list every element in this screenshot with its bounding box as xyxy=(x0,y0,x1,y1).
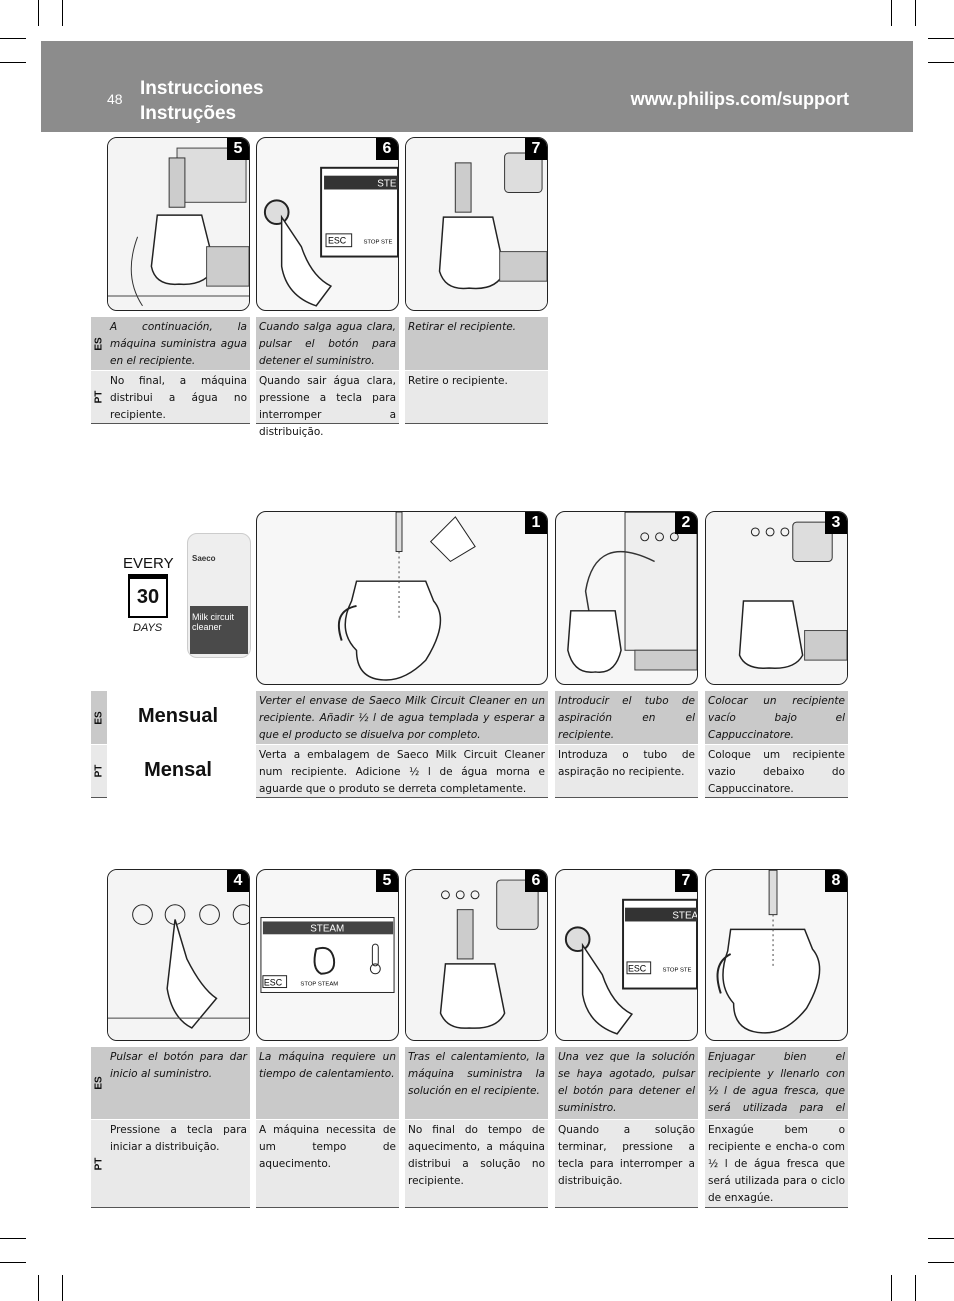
step-number: 2 xyxy=(675,512,697,534)
step-6-pt: No final do tempo de aquecimento, a máqu… xyxy=(405,1120,548,1208)
illustration-step-7-remove-container: 7 xyxy=(405,137,548,311)
days-label: DAYS xyxy=(133,622,163,634)
step-2-pt: Introduza o tubo de aspiração no recipie… xyxy=(555,745,698,798)
step-number: 8 xyxy=(825,870,847,892)
step-6-es: Cuando salga agua clara, pulsar el botón… xyxy=(256,317,399,370)
step-number: 7 xyxy=(525,138,547,160)
step-number: 1 xyxy=(525,512,547,534)
svg-text:STOP STE: STOP STE xyxy=(662,968,691,974)
step-number: 7 xyxy=(675,870,697,892)
step-3-pt: Coloque um recipiente vazio debaixo do C… xyxy=(705,745,848,798)
step-3-es: Colocar un recipiente vacío bajo el Capp… xyxy=(705,691,848,744)
illustration-step-2-insert-tube: 2 xyxy=(555,511,698,685)
step-number: 6 xyxy=(376,138,398,160)
step-8-es: Enjuagar bien el recipiente y llenarlo c… xyxy=(705,1047,848,1131)
lang-label-pt: PT xyxy=(91,371,107,424)
svg-text:STOP STEAM: STOP STEAM xyxy=(300,982,338,988)
step-8-pt: Enxagúe bem o recipiente e encha-o com ½… xyxy=(705,1120,848,1208)
page-header: 48 Instrucciones Instruções www.philips.… xyxy=(41,41,913,132)
illustration-step-5-dispense-water: 5 xyxy=(107,137,250,311)
lang-label-es: ES xyxy=(91,317,107,370)
title-es: Instrucciones xyxy=(140,78,264,99)
illustration-step-7-press-esc: STEA ESC STOP STE 7 xyxy=(555,869,698,1041)
svg-text:ESC: ESC xyxy=(328,236,347,246)
illustration-step-6-press-esc: STE ESC STOP STE 6 xyxy=(256,137,399,311)
milk-circuit-cleaner-product: Saeco Milk circuit cleaner xyxy=(187,533,251,658)
step-6-pt: Quando sair água clara, pressione a tecl… xyxy=(256,371,399,438)
calendar-icon: 30 xyxy=(128,574,168,618)
lang-label-pt: PT xyxy=(91,1120,107,1208)
step-5-pt: No final, a máquina distribui a água no … xyxy=(107,371,250,424)
svg-text:ESC: ESC xyxy=(628,964,647,974)
illustration-step-3-place-container: 3 xyxy=(705,511,848,685)
svg-text:STEA: STEA xyxy=(672,911,697,922)
monthly-es: Mensual xyxy=(137,705,219,727)
svg-text:STE: STE xyxy=(377,179,397,190)
step-number: 5 xyxy=(227,138,249,160)
step-1-pt: Verta a embalagem de Saeco Milk Circuit … xyxy=(256,745,548,798)
lang-label-es: ES xyxy=(91,691,107,744)
monthly-pt: Mensal xyxy=(144,759,212,781)
step-7-pt: Retire o recipiente. xyxy=(405,371,548,424)
step-7-es: Una vez que la solución se haya agotado,… xyxy=(555,1047,698,1119)
step-number: 4 xyxy=(227,870,249,892)
step-4-pt: Pressione a tecla para iniciar a distrib… xyxy=(107,1120,250,1208)
illustration-step-4-press-steam: 4 xyxy=(107,869,250,1041)
step-number: 6 xyxy=(525,870,547,892)
step-2-es: Introducir el tubo de aspiración en el r… xyxy=(555,691,698,744)
support-url[interactable]: www.philips.com/support xyxy=(630,89,849,109)
illustration-step-1-pour-cleaner: 1 xyxy=(256,511,548,685)
step-7-pt: Quando a solução terminar, pressione a t… xyxy=(555,1120,698,1208)
step-5-pt: A máquina necessita de um tempo de aquec… xyxy=(256,1120,399,1208)
illustration-step-8-rinse-container: 8 xyxy=(705,869,848,1041)
svg-text:ESC: ESC xyxy=(264,978,283,988)
step-1-es: Verter el envase de Saeco Milk Circuit C… xyxy=(256,691,548,744)
lang-label-es: ES xyxy=(91,1047,107,1119)
step-6-es: Tras el calentamiento, la máquina sumini… xyxy=(405,1047,548,1119)
every-label: EVERY xyxy=(123,555,174,572)
title-pt: Instruções xyxy=(140,103,237,124)
svg-text:STEAM: STEAM xyxy=(310,923,344,934)
svg-text:STOP STE: STOP STE xyxy=(363,240,392,246)
step-7-es: Retirar el recipiente. xyxy=(405,317,548,370)
illustration-step-5-steam-screen: STEAM ESC STOP STEAM 5 xyxy=(256,869,399,1041)
lang-label-pt: PT xyxy=(91,745,107,798)
step-4-es: Pulsar el botón para dar inicio al sumin… xyxy=(107,1047,250,1119)
step-5-es: A continuación, la máquina suministra ag… xyxy=(107,317,250,370)
step-number: 5 xyxy=(376,870,398,892)
step-5-es: La máquina requiere un tiempo de calenta… xyxy=(256,1047,399,1119)
illustration-step-6-dispense-solution: 6 xyxy=(405,869,548,1041)
page-number: 48 xyxy=(107,91,123,107)
step-number: 3 xyxy=(825,512,847,534)
